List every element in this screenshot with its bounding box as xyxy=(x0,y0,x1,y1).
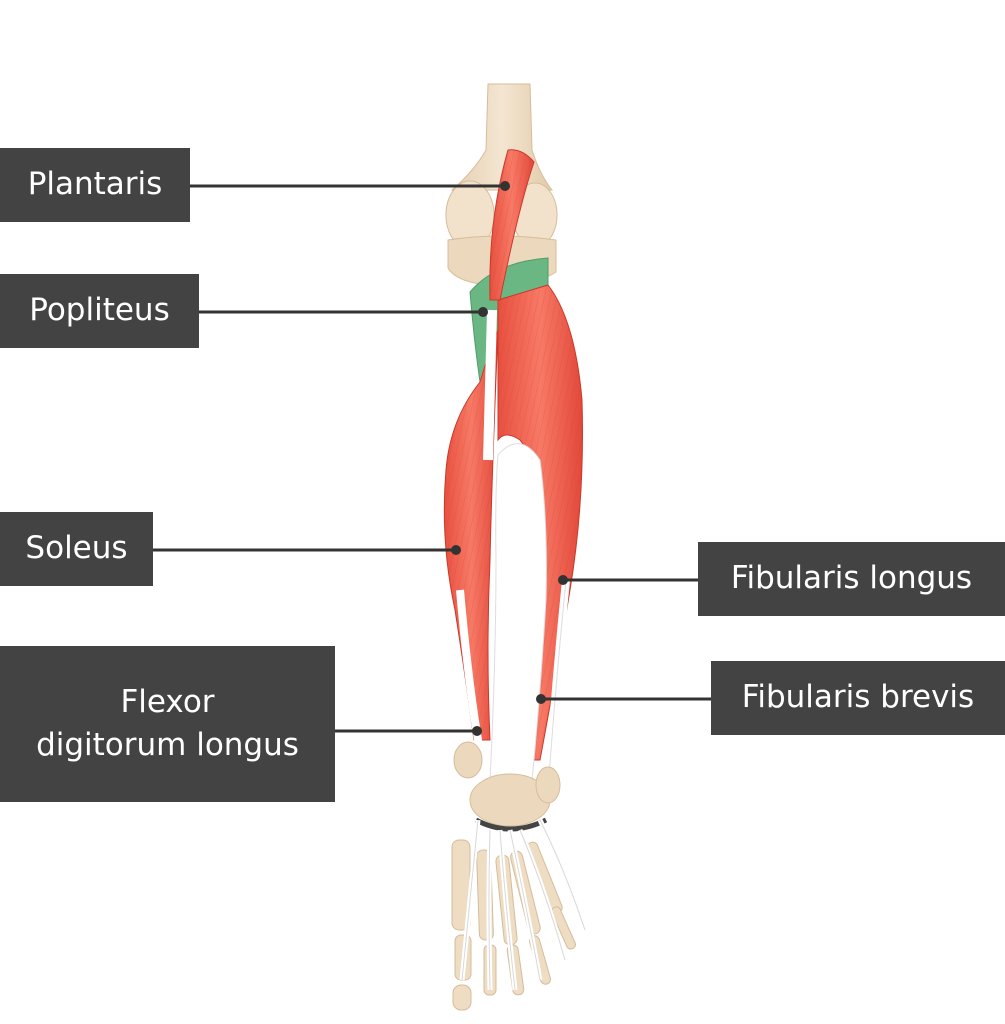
label-popliteus-text: Popliteus xyxy=(29,292,170,329)
cuboid-bone xyxy=(535,766,561,804)
label-fdl-line2: digitorum longus xyxy=(36,727,299,763)
label-plantaris: Plantaris xyxy=(0,148,190,222)
label-fibularis-longus: Fibularis longus xyxy=(698,542,1005,616)
fibularis-longus-tendon-outline xyxy=(547,579,567,791)
label-plantaris-text: Plantaris xyxy=(27,166,163,203)
leader-dots xyxy=(451,181,568,736)
plantaris-tendon xyxy=(483,309,497,461)
label-soleus-text: Soleus xyxy=(25,530,128,567)
label-fibularis-brevis: Fibularis brevis xyxy=(711,661,1005,735)
calcaneal-tendon xyxy=(489,443,547,781)
label-popliteus: Popliteus xyxy=(0,274,199,348)
navicular-bone xyxy=(453,741,483,779)
label-flexor-digitorum-longus: Flexor digitorum longus xyxy=(0,646,335,802)
label-soleus: Soleus xyxy=(0,512,153,586)
label-fibularis-longus-text: Fibularis longus xyxy=(730,560,973,597)
label-fibularis-brevis-text: Fibularis brevis xyxy=(741,679,975,716)
label-fdl-line1: Flexor xyxy=(120,683,215,720)
leader-lines xyxy=(153,184,711,733)
